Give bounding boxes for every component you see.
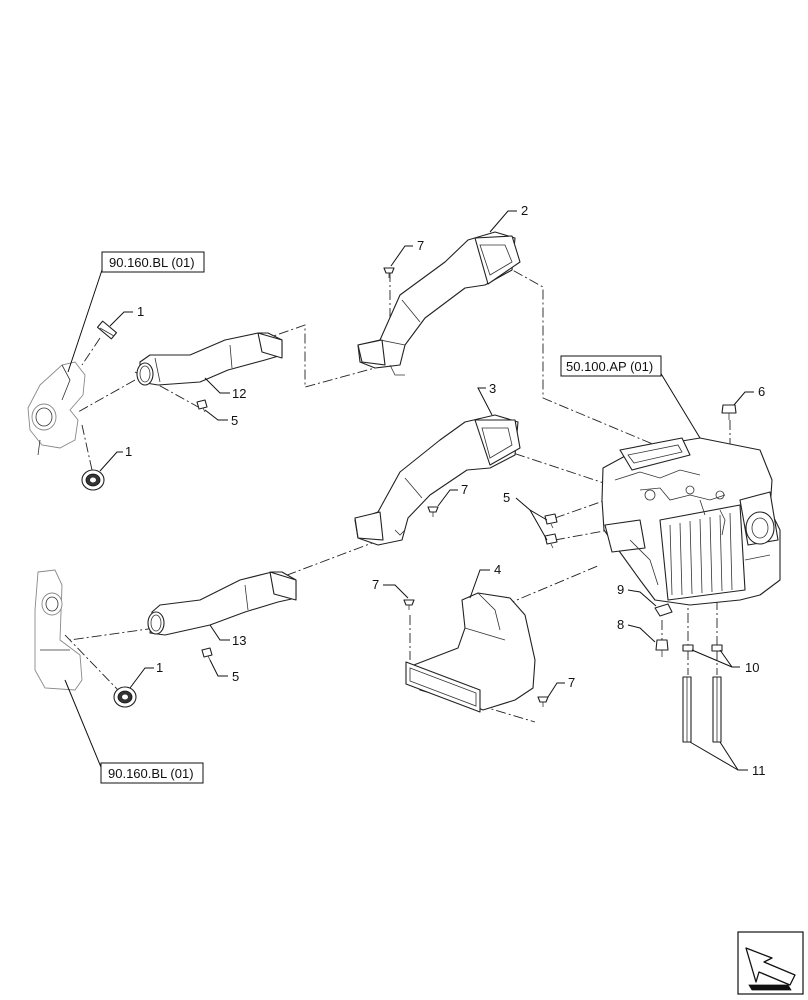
callout-numbers: 1 1 1 2 3 4 5 5 5 6 7 7 7 7 8 9 10 11 12…: [125, 203, 766, 778]
arrow-navigation-icon[interactable]: [737, 931, 804, 995]
part-7-screw-mid: [427, 506, 439, 517]
callout-7-mid: 7: [461, 482, 468, 497]
callout-6: 6: [758, 384, 765, 399]
callout-1-mid: 1: [125, 444, 132, 459]
callout-11: 11: [752, 763, 766, 778]
part-12-duct: [136, 332, 283, 386]
callout-7-bottom: 7: [568, 675, 575, 690]
part-2-duct: [357, 231, 521, 376]
ref-label-top-left: 90.160.BL (01): [109, 255, 195, 270]
part-1-upper-clip: [96, 320, 118, 340]
hvac-unit: [601, 437, 781, 606]
callout-5-right: 5: [503, 490, 510, 505]
part-4-duct: [405, 592, 536, 713]
callout-2: 2: [521, 203, 528, 218]
part-3-duct: [354, 414, 521, 546]
part-1-grommet-upper: [81, 469, 105, 491]
part-8-bolt: [655, 639, 669, 657]
callout-5-top: 5: [231, 413, 238, 428]
callout-9: 9: [617, 582, 624, 597]
part-9-bracket: [654, 603, 673, 617]
callout-8: 8: [617, 617, 624, 632]
part-10-nuts: [682, 644, 723, 652]
callout-7-left: 7: [372, 577, 379, 592]
ref-box-bottom-left[interactable]: 90.160.BL (01): [100, 762, 204, 784]
part-7-screw-bottom: [537, 696, 549, 707]
left-lower-housing: [34, 569, 83, 691]
callout-12: 12: [232, 386, 246, 401]
ref-box-unit[interactable]: 50.100.AP (01): [560, 355, 662, 377]
part-13-duct: [147, 571, 297, 636]
part-7-screw-left: [403, 599, 415, 610]
left-upper-housing: [27, 361, 86, 456]
callout-13: 13: [232, 633, 246, 648]
callout-5-bottom: 5: [232, 669, 239, 684]
part-5-push-pin-lower: [201, 647, 213, 661]
callout-10: 10: [745, 660, 759, 675]
part-1-grommet-lower: [113, 686, 137, 708]
callout-1-bottom: 1: [156, 660, 163, 675]
callout-4: 4: [494, 562, 501, 577]
ref-label-bottom-left: 90.160.BL (01): [108, 766, 194, 781]
part-11-rods: [682, 676, 722, 743]
ref-label-unit: 50.100.AP (01): [566, 359, 653, 374]
part-6-screw: [721, 404, 737, 420]
part-7-screw-top: [383, 267, 395, 278]
part-5-push-pin-upper: [196, 399, 208, 413]
part-5-push-pins-right: [544, 513, 558, 549]
callout-7-top: 7: [417, 238, 424, 253]
ref-box-top-left[interactable]: 90.160.BL (01): [101, 251, 205, 273]
callout-1-top: 1: [137, 304, 144, 319]
callout-3: 3: [489, 381, 496, 396]
